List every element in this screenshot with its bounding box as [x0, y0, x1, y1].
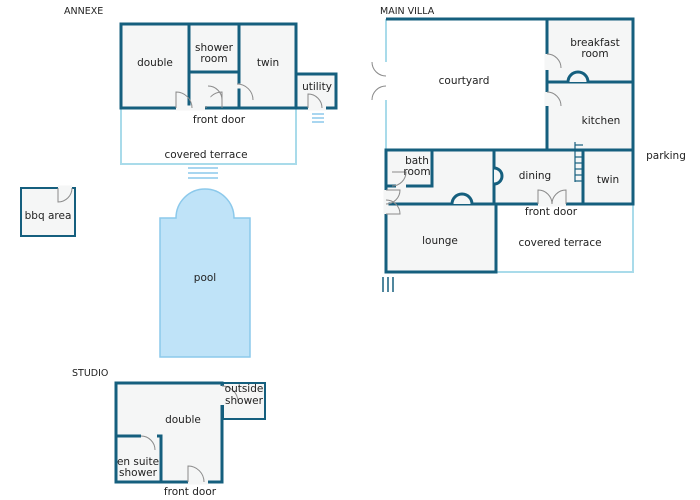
breakfast-room-label-2: room [581, 48, 608, 60]
annexe-covered-terrace-label: covered terrace [164, 149, 247, 161]
studio-double-label: double [165, 414, 201, 426]
outside-shower-label-2: shower [225, 395, 264, 407]
parking-label: parking [646, 150, 686, 162]
kitchen-label: kitchen [582, 115, 621, 127]
studio-building [114, 381, 266, 485]
pool-label: pool [194, 272, 216, 284]
main-villa-heading: MAIN VILLA [380, 6, 435, 17]
villa-covered-terrace-label: covered terrace [518, 237, 601, 249]
villa-front-door-label: front door [525, 206, 578, 218]
dining-label: dining [519, 170, 551, 182]
annexe-building [119, 22, 338, 179]
outside-shower-label-1: outside [225, 383, 264, 395]
outside-shower-walls [222, 382, 266, 420]
main-villa-building [371, 17, 635, 292]
annexe-front-door-swing [175, 91, 193, 109]
bbq-area [20, 185, 76, 237]
kitchen-walls [545, 80, 635, 152]
villa-twin-label: twin [597, 174, 619, 186]
breakfast-room-walls [545, 17, 635, 84]
villa-twin-walls [581, 148, 635, 206]
pool-shape [159, 188, 251, 358]
annexe-double-label: double [137, 57, 173, 69]
bbq-area-label: bbq area [25, 210, 72, 222]
studio-front-door-swing [187, 465, 205, 483]
annexe-twin-label: twin [257, 57, 279, 69]
annexe-heading: ANNEXE [64, 6, 103, 17]
annexe-utility-label: utility [302, 81, 332, 93]
lounge-walls [384, 202, 498, 274]
villa-stairs [574, 142, 583, 182]
en-suite-label-2: shower [119, 467, 158, 479]
annexe-front-door-label: front door [193, 114, 246, 126]
studio-walls [114, 381, 224, 484]
annexe-shower-room-label-2: room [200, 53, 227, 65]
lounge-label: lounge [422, 235, 458, 247]
bath-room-label-1: bath [405, 155, 429, 167]
studio-heading: STUDIO [72, 368, 108, 379]
villa-front-door-swing [537, 189, 567, 205]
bath-room-walls [384, 148, 434, 188]
en-suite-label-1: en suite [117, 456, 159, 468]
courtyard-label: courtyard [439, 75, 490, 87]
breakfast-room-label-1: breakfast [570, 37, 619, 49]
bath-room-label-2: room [403, 166, 430, 178]
studio-front-door-label: front door [164, 486, 217, 498]
annexe-shower-room-label-1: shower [195, 42, 234, 54]
